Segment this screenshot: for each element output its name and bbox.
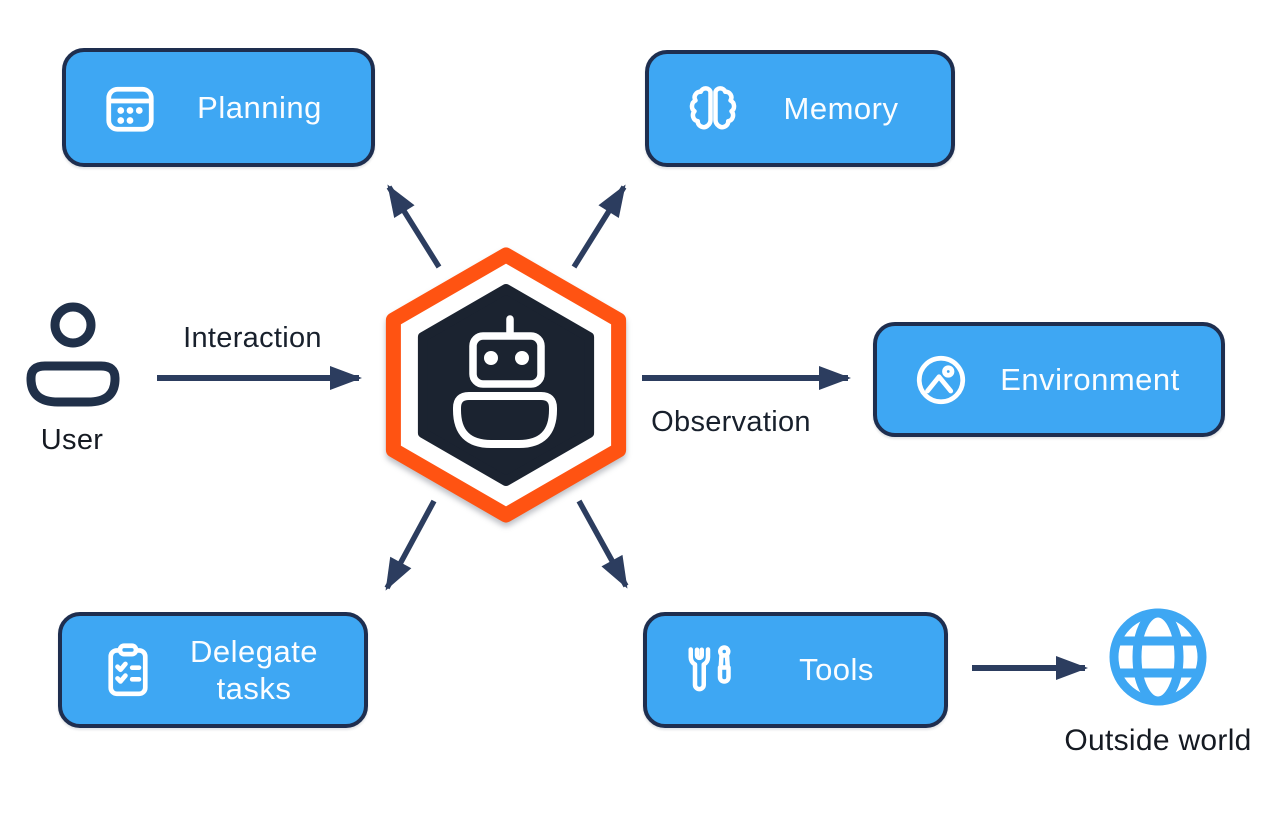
node-planning-label: Planning xyxy=(197,89,322,125)
node-environment-label: Environment xyxy=(1000,361,1180,397)
node-planning: Planning xyxy=(62,48,375,167)
wrench-screwdriver-icon xyxy=(688,645,731,692)
node-delegate-tasks: Delegate tasks xyxy=(58,612,368,728)
user-actor: User xyxy=(22,296,122,457)
outside-world-label: Outside world xyxy=(1064,724,1252,757)
node-memory-label: Memory xyxy=(783,90,899,126)
outside-world-actor: Outside world xyxy=(1043,604,1273,758)
observation-label: Observation xyxy=(651,406,811,438)
image-icon xyxy=(916,355,966,404)
globe-icon xyxy=(1109,608,1207,706)
node-tools: Tools xyxy=(643,612,948,728)
calendar-icon xyxy=(106,86,154,132)
interaction-label: Interaction xyxy=(183,322,322,354)
robot-face-icon xyxy=(453,315,557,448)
node-delegate-tasks-label: Delegate tasks xyxy=(189,633,319,706)
person-icon xyxy=(26,302,120,407)
brain-icon xyxy=(689,79,743,139)
user-label: User xyxy=(40,424,104,456)
node-tools-label: Tools xyxy=(799,652,874,688)
node-environment: Environment xyxy=(873,322,1225,437)
robot-hexagon-icon xyxy=(385,247,627,523)
node-memory: Memory xyxy=(645,50,955,167)
clipboard-checklist-icon xyxy=(108,643,148,697)
